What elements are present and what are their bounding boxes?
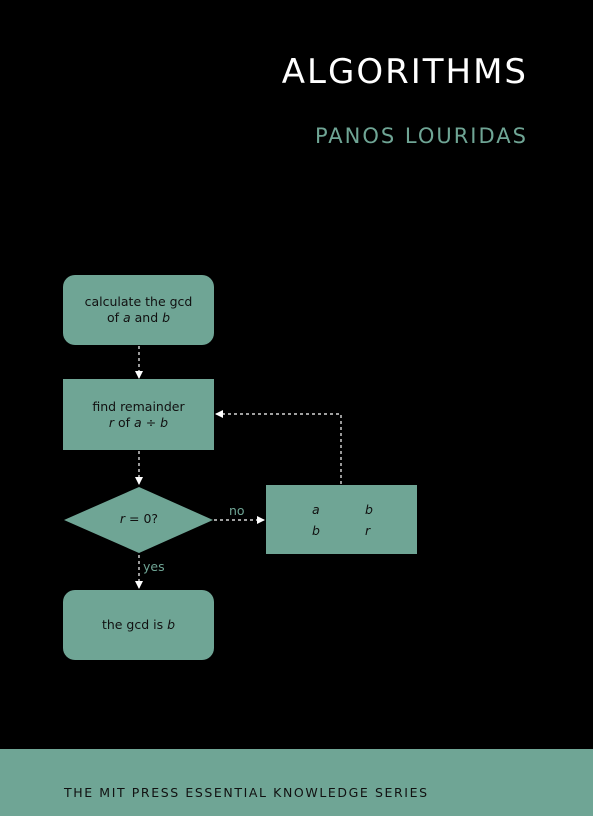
edge-label-yes: yes bbox=[143, 559, 165, 574]
start-line2: of a and b bbox=[106, 310, 171, 325]
flow-assign-box bbox=[266, 485, 417, 554]
connector-loop bbox=[215, 410, 342, 484]
assign-row1-right: b bbox=[365, 502, 373, 517]
decision-label: r = 0? bbox=[119, 511, 159, 526]
start-line1: calculate the gcd bbox=[84, 294, 193, 309]
flow-start-box: calculate the gcd of a and b bbox=[63, 275, 214, 345]
var-b: b bbox=[162, 310, 171, 325]
book-title: ALGORITHMS bbox=[281, 52, 528, 92]
flow-remainder-box: find remainder r of a ÷ b bbox=[63, 379, 214, 450]
var-a: a bbox=[122, 310, 131, 325]
step-line2: r of a ÷ b bbox=[108, 414, 169, 430]
var-r: r bbox=[108, 414, 115, 430]
var-a: a bbox=[134, 414, 142, 430]
book-author: PANOS LOURIDAS bbox=[314, 124, 528, 148]
series-name: THE MIT PRESS ESSENTIAL KNOWLEDGE SERIES bbox=[64, 785, 429, 800]
assign-row1-left: a bbox=[312, 502, 320, 517]
var-b: b bbox=[160, 414, 169, 430]
series-band bbox=[0, 749, 593, 816]
decision-diamond bbox=[64, 487, 213, 553]
var-r: r bbox=[119, 511, 126, 526]
assign-row2-right: r bbox=[365, 523, 371, 538]
flow-end-box: the gcd is b bbox=[63, 590, 214, 660]
end-text: the gcd is b bbox=[101, 617, 176, 632]
edge-label-no: no bbox=[229, 503, 245, 518]
var-b: b bbox=[167, 617, 176, 632]
step-line1: find remainder bbox=[92, 398, 185, 414]
assign-row2-left: b bbox=[312, 523, 320, 538]
